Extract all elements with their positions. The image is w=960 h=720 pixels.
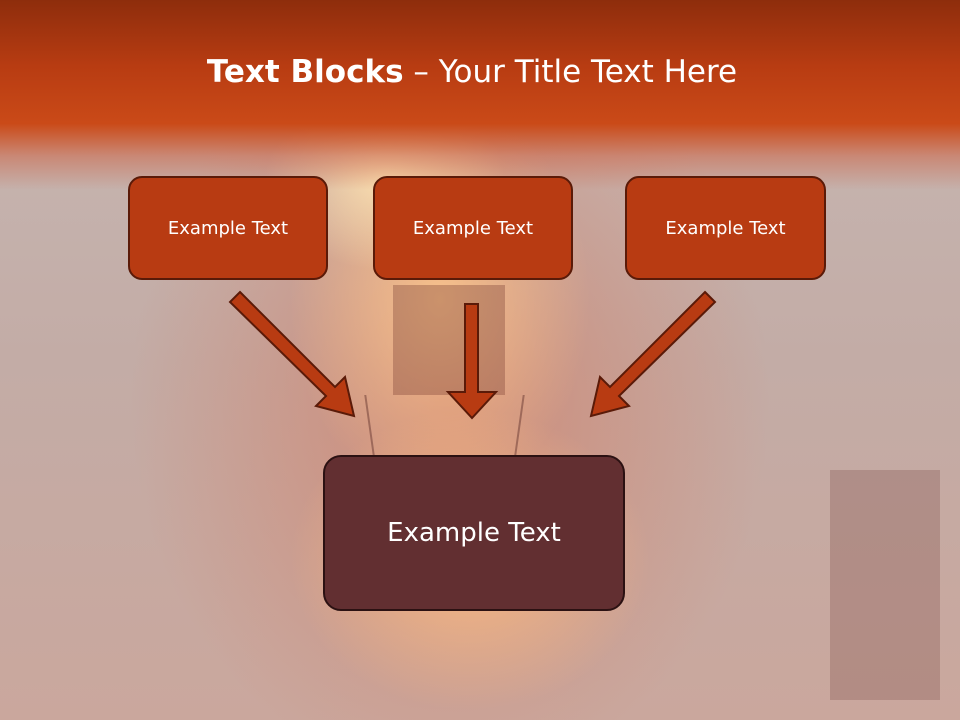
text-box-left: Example Text	[128, 176, 328, 280]
slide-title: Text Blocks – Your Title Text Here	[0, 54, 944, 90]
arrow-down-icon	[445, 303, 499, 420]
title-bold: Text Blocks	[206, 54, 404, 90]
text-box-main: Example Text	[323, 455, 625, 611]
title-rest: – Your Title Text Here	[413, 54, 738, 90]
text-box-center: Example Text	[373, 176, 573, 280]
tower-silhouette	[393, 285, 505, 395]
header-band	[0, 0, 960, 190]
text-box-right: Example Text	[625, 176, 826, 280]
arrow-down-right-icon	[228, 290, 356, 418]
industrial-structure	[830, 470, 940, 700]
arrow-down-left-icon	[589, 290, 717, 418]
